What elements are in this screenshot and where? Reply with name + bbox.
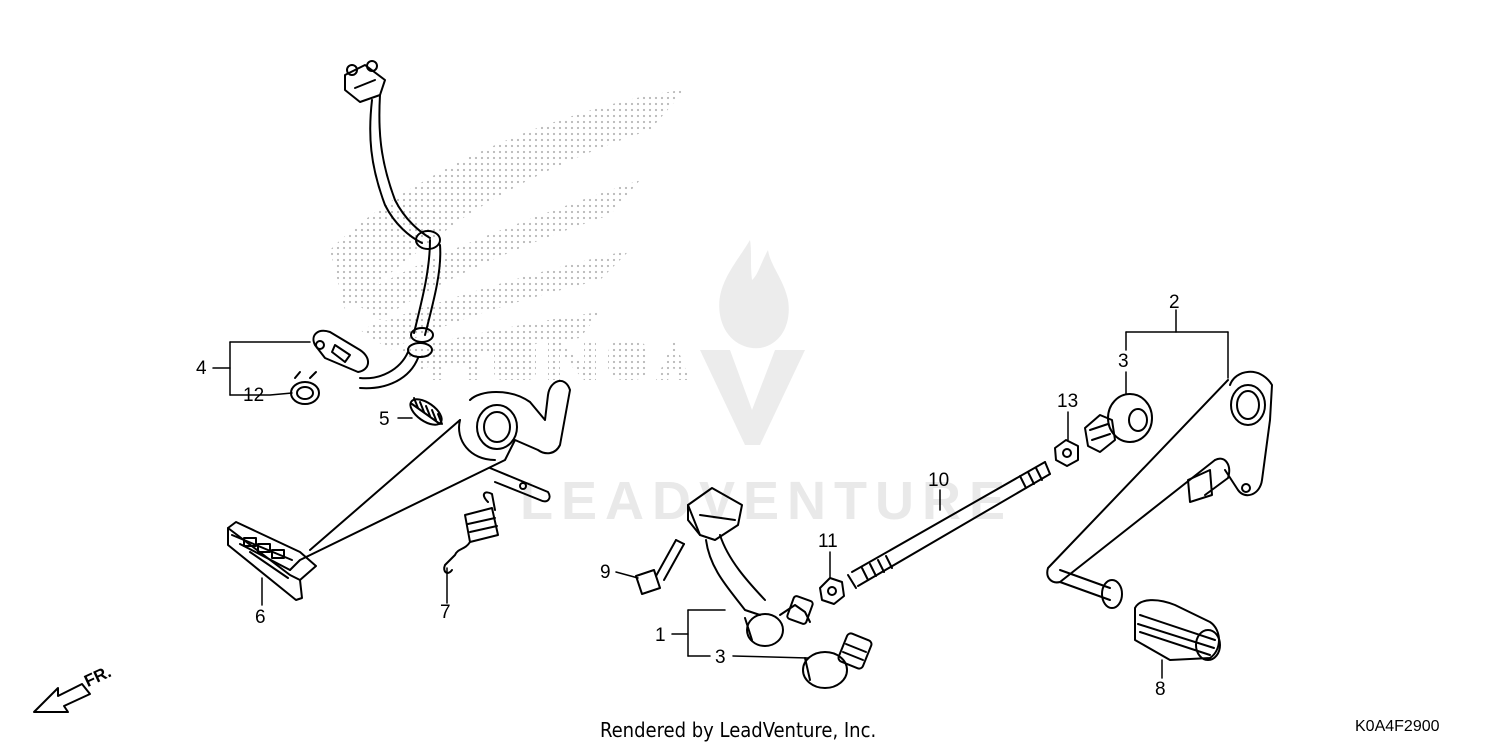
honda-wing-watermark: [330, 90, 690, 380]
spring-clip: [290, 371, 320, 405]
callout-9: 9: [600, 562, 611, 583]
callout-6: 5: [379, 409, 390, 430]
watermark-brand-text: LEADVENTURE: [520, 471, 1014, 531]
small-spring: [409, 397, 443, 426]
callout-2: 2: [1169, 292, 1180, 313]
lock-nut-13: [1054, 439, 1079, 467]
shift-rubber: [1134, 599, 1221, 661]
render-credit: Rendered by LeadVenture, Inc.: [600, 718, 877, 742]
callout-1: 1: [655, 625, 666, 646]
return-spring: [443, 491, 499, 574]
callout-13: 13: [1057, 391, 1079, 412]
callout-3-upper: 3: [1118, 351, 1129, 372]
tie-rod: [847, 461, 1051, 589]
callout-3-lower: 3: [715, 647, 726, 668]
callout-7: 6: [255, 607, 266, 628]
callout-4: 8: [1155, 679, 1166, 700]
lock-nut-11: [819, 577, 845, 605]
brake-pedal: [227, 380, 571, 601]
ball-joint-loose: [802, 632, 873, 689]
pivot-bolt: [635, 539, 685, 595]
gearshift-arm: [687, 487, 766, 616]
callout-10: 10: [928, 470, 950, 491]
brake-switch-arm: [312, 329, 369, 373]
ball-joint-lower: [744, 595, 814, 647]
diagram-code: K0A4F2900: [1355, 718, 1440, 735]
gearshift-pedal: [1046, 370, 1273, 609]
brake-switch-cable: [344, 60, 442, 390]
callout-11: 11: [818, 531, 838, 552]
leader-lines: [212, 309, 1229, 679]
leadventure-logo-watermark: [700, 240, 805, 445]
front-direction-arrow-icon: [33, 683, 91, 713]
callout-12: 12: [243, 385, 265, 406]
ball-joint-upper: [1084, 393, 1153, 453]
callout-5: 4: [196, 358, 207, 379]
callout-8: 7: [440, 602, 451, 623]
